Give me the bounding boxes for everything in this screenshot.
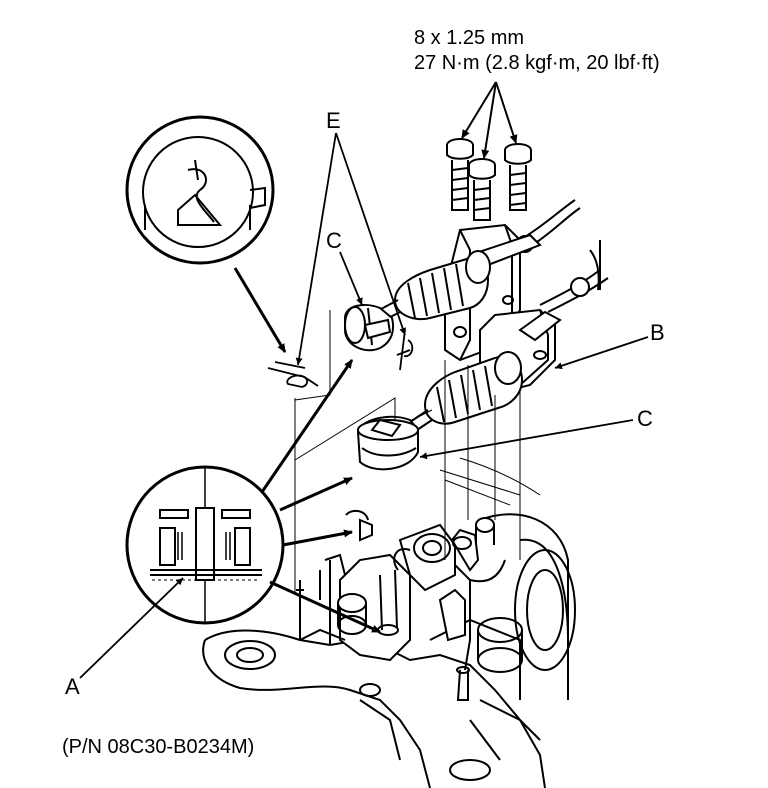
cable-end-upper — [344, 304, 395, 352]
callout-b: B — [650, 320, 665, 345]
alignment-guides — [294, 310, 541, 595]
part-number-label: (P/N 08C30-B0234M) — [62, 736, 255, 758]
detail-circle-clip — [125, 115, 275, 265]
shift-lever-assembly — [296, 509, 506, 701]
bolt-size-label: 8 x 1.25 mm — [414, 27, 525, 49]
transmission-housing — [202, 513, 576, 788]
callout-a: A — [65, 674, 80, 699]
shift-cable-lower — [518, 240, 609, 342]
callout-e: E — [326, 108, 341, 133]
clip-e-left — [267, 361, 319, 388]
cable-boot-lower — [397, 351, 524, 441]
bolt-right — [504, 143, 532, 211]
leader-lines — [79, 81, 649, 679]
clip-e-right — [396, 329, 414, 371]
torque-spec-label: 27 N·m (2.8 kgf·m, 20 lbf·ft) — [414, 52, 660, 74]
bolt-left — [446, 138, 474, 211]
callout-c-upper: C — [326, 228, 342, 253]
bolt-middle — [468, 158, 496, 221]
callout-c-lower: C — [637, 406, 653, 431]
cable-end-lower — [356, 415, 419, 471]
detail-circle-tool — [125, 465, 285, 625]
